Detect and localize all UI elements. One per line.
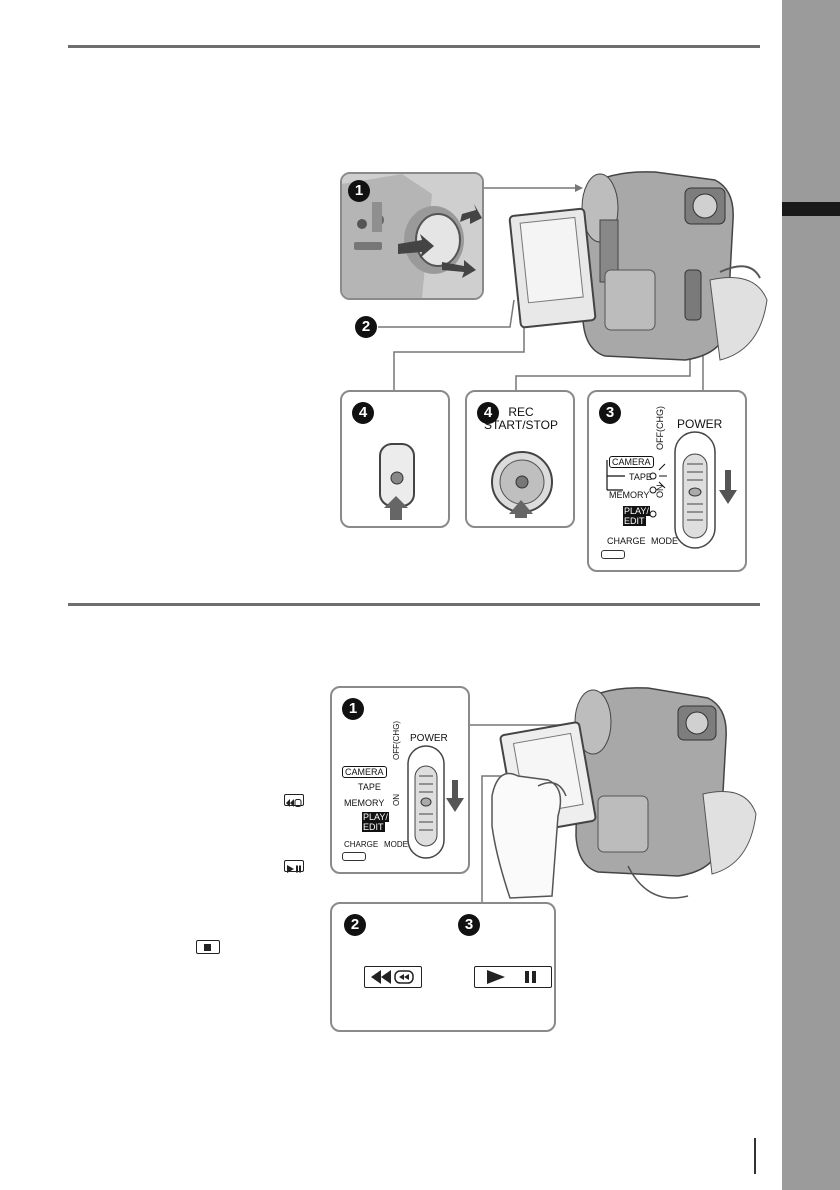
tape-label: TAPE <box>629 472 652 482</box>
step-3-power-panel: 3 POWER CAMERA TAPE MEMORY PLAY/ EDIT OF… <box>587 390 747 572</box>
off-chg-label: OFF(CHG) <box>655 406 665 450</box>
power-switch-2[interactable] <box>406 744 468 874</box>
playback-figure: 1 POWER CAMERA TAPE MEMORY PLAY/ EDIT OF… <box>0 606 780 1046</box>
charge-lamp <box>601 550 625 559</box>
record-figure: 1 2 4 4 REC START/STOP <box>0 0 780 600</box>
callout-badge-1: 1 <box>348 180 370 202</box>
camcorder-playback-illustration <box>491 687 757 899</box>
section-rule-top <box>68 45 760 48</box>
mode-label: MODE <box>651 536 678 546</box>
memory-label: MEMORY <box>609 490 650 500</box>
steps-2-3-panel: 2 3 <box>330 902 556 1032</box>
power-label-2: POWER <box>410 733 448 744</box>
step-badge-1: 1 <box>342 698 364 720</box>
step-4b-panel: 4 REC START/STOP <box>465 390 575 528</box>
callout-badge-2: 2 <box>355 316 377 338</box>
step-1-power-panel: 1 POWER CAMERA TAPE MEMORY PLAY/ EDIT OF… <box>330 686 470 874</box>
charge-label-2: CHARGE <box>344 840 379 849</box>
play-edit-label-line1: PLAY/ <box>623 506 650 516</box>
charge-label: CHARGE <box>607 536 646 546</box>
lens-cover-inset: 1 <box>340 172 484 300</box>
page-edge-marker <box>754 1138 756 1174</box>
on-label-2: ON <box>392 794 401 806</box>
play-edit-label-2-line2: EDIT <box>362 822 385 832</box>
power-label: POWER <box>677 417 723 431</box>
play-pause-icon <box>284 860 304 873</box>
camcorder-record-illustration <box>508 171 768 361</box>
camera-label: CAMERA <box>609 456 654 468</box>
step-4a-panel: 4 <box>340 390 450 528</box>
play-edit-label-2-line1: PLAY/ <box>362 812 389 822</box>
lens-cover-illustration <box>342 174 482 298</box>
power-switch[interactable] <box>671 430 741 570</box>
section-rule-middle <box>68 603 760 606</box>
memory-label-2: MEMORY <box>344 798 385 808</box>
section-tab-marker <box>782 202 840 216</box>
camera-label-2: CAMERA <box>342 766 387 778</box>
mode-label-2: MODE <box>384 840 408 849</box>
mode-indicator-lines <box>606 460 667 518</box>
step-badge-2: 2 <box>344 914 366 936</box>
rec-start-stop-button-illustration[interactable] <box>489 438 555 518</box>
play-pause-button[interactable] <box>474 966 552 988</box>
step-badge-4b: 4 <box>477 402 499 424</box>
lcd-rec-button-illustration[interactable] <box>378 442 418 522</box>
off-chg-label-2: OFF(CHG) <box>392 720 401 760</box>
play-edit-label-line2: EDIT <box>623 516 646 526</box>
step-badge-3: 3 <box>599 402 621 424</box>
rewind-review-button[interactable] <box>364 966 422 988</box>
charge-lamp-2 <box>342 852 366 861</box>
stop-icon <box>196 940 220 954</box>
rewind-review-icon <box>284 794 304 807</box>
page-side-bar <box>782 0 840 1190</box>
start-stop-label: START/STOP <box>483 418 558 432</box>
step-badge-3-play: 3 <box>458 914 480 936</box>
tape-label-2: TAPE <box>358 782 381 792</box>
step-badge-4a: 4 <box>352 402 374 424</box>
rec-label: REC <box>508 405 534 419</box>
